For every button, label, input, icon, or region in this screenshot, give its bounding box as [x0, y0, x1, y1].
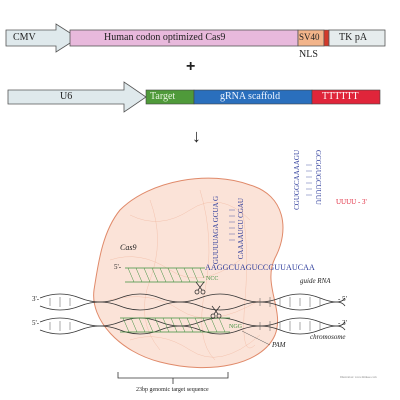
dna-rungs: [49, 297, 321, 331]
cas9-complex-illustration: [39, 164, 346, 384]
guide-rna-stem-lines: [229, 164, 312, 241]
stem1-left-label: GUUUUAGA GCUA G: [212, 196, 220, 265]
rna-strand-label: AAGGCUAGUCCGUUAUCAA: [205, 263, 315, 272]
three-prime-right-bottom-label: - 3': [338, 319, 347, 327]
guide-rna-label: guide RNA: [300, 277, 331, 285]
nls-label: NLS: [299, 49, 318, 60]
scissors-icon: [194, 281, 222, 319]
terminator-label: TTTTTT: [322, 91, 359, 102]
tk-pa-label: TK pA: [339, 32, 368, 43]
target-label: Target: [150, 91, 176, 102]
stop-stripe: [323, 29, 330, 47]
five-prime-left-label: 5'-: [32, 319, 40, 327]
guide-end-label: UUUU - 3': [336, 198, 367, 206]
cas9-gene-label: Human codon optimized Cas9: [104, 32, 226, 43]
cas9-label: Cas9: [120, 243, 137, 252]
target-bracket: [117, 372, 229, 379]
pam-pointer: [241, 330, 271, 346]
cas9-texture: [109, 189, 261, 361]
cmv-label: CMV: [13, 32, 36, 43]
hairpin-left-label: CGUGGCAAAAGU: [293, 150, 301, 210]
construct-cas9: [5, 23, 386, 113]
hairpin-right-label: GCGGUGCUUUU: [314, 150, 322, 205]
target-seq-label: 23bp genomic target sequence: [136, 387, 209, 393]
u6-label: U6: [60, 91, 73, 102]
stem1-right-label: CAAAAUCU CGAU: [237, 198, 245, 260]
pam-seq-label: NGG: [229, 324, 242, 330]
chromosome-label: chromosome: [310, 333, 346, 341]
cmv-promoter-arrow: [5, 23, 79, 53]
credit-text: Illustration: www.thinkee.com: [340, 375, 377, 379]
scaffold-label: gRNA scaffold: [220, 91, 281, 102]
five-prime-top-label: 5'-: [114, 263, 122, 271]
cas9-protein-blob: [93, 177, 284, 368]
pam-label: PAM: [272, 341, 286, 349]
plus-sign: +: [186, 58, 196, 75]
ngg-top-label: NCC: [206, 276, 219, 282]
three-prime-right-top-label: - 5': [338, 295, 347, 303]
tk-pa-box: [328, 29, 386, 47]
three-prime-left-label: 3'-: [32, 295, 40, 303]
target-hatching: [122, 267, 226, 333]
down-arrow: ↓: [192, 126, 201, 146]
target-hybrid: [120, 267, 230, 333]
terminator-box: [311, 89, 381, 105]
u6-promoter-arrow: [7, 81, 147, 113]
sv40-label: SV40: [299, 32, 320, 42]
